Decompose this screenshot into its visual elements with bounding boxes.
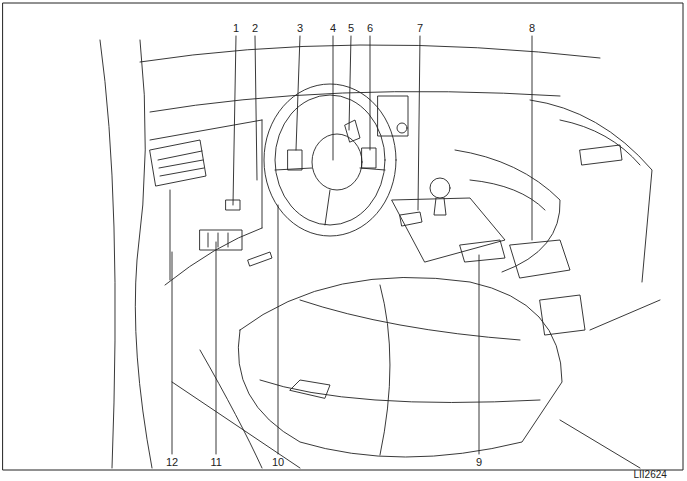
callout-number: 2	[252, 22, 258, 34]
callout-number: 10	[272, 456, 284, 468]
callout-number: 3	[297, 22, 303, 34]
passenger-side	[455, 100, 652, 335]
callout-number: 7	[417, 22, 423, 34]
driver-seat	[238, 277, 562, 457]
frame	[3, 3, 683, 470]
callout-number: 11	[211, 456, 222, 468]
callout-number: 4	[330, 22, 336, 34]
callout-number: 6	[367, 22, 373, 34]
steering-wheel	[264, 84, 396, 236]
callout-number: 8	[529, 22, 535, 34]
center-stack	[378, 96, 505, 262]
callout-number: 5	[348, 22, 354, 34]
cabin-lines	[100, 40, 600, 468]
floor-lines	[172, 300, 660, 468]
callout-number: 12	[166, 456, 178, 468]
callout-number: 1	[233, 22, 239, 34]
leader-lines	[172, 36, 532, 454]
callout-number: 9	[476, 456, 482, 468]
figure-code: LII2624	[634, 469, 667, 481]
